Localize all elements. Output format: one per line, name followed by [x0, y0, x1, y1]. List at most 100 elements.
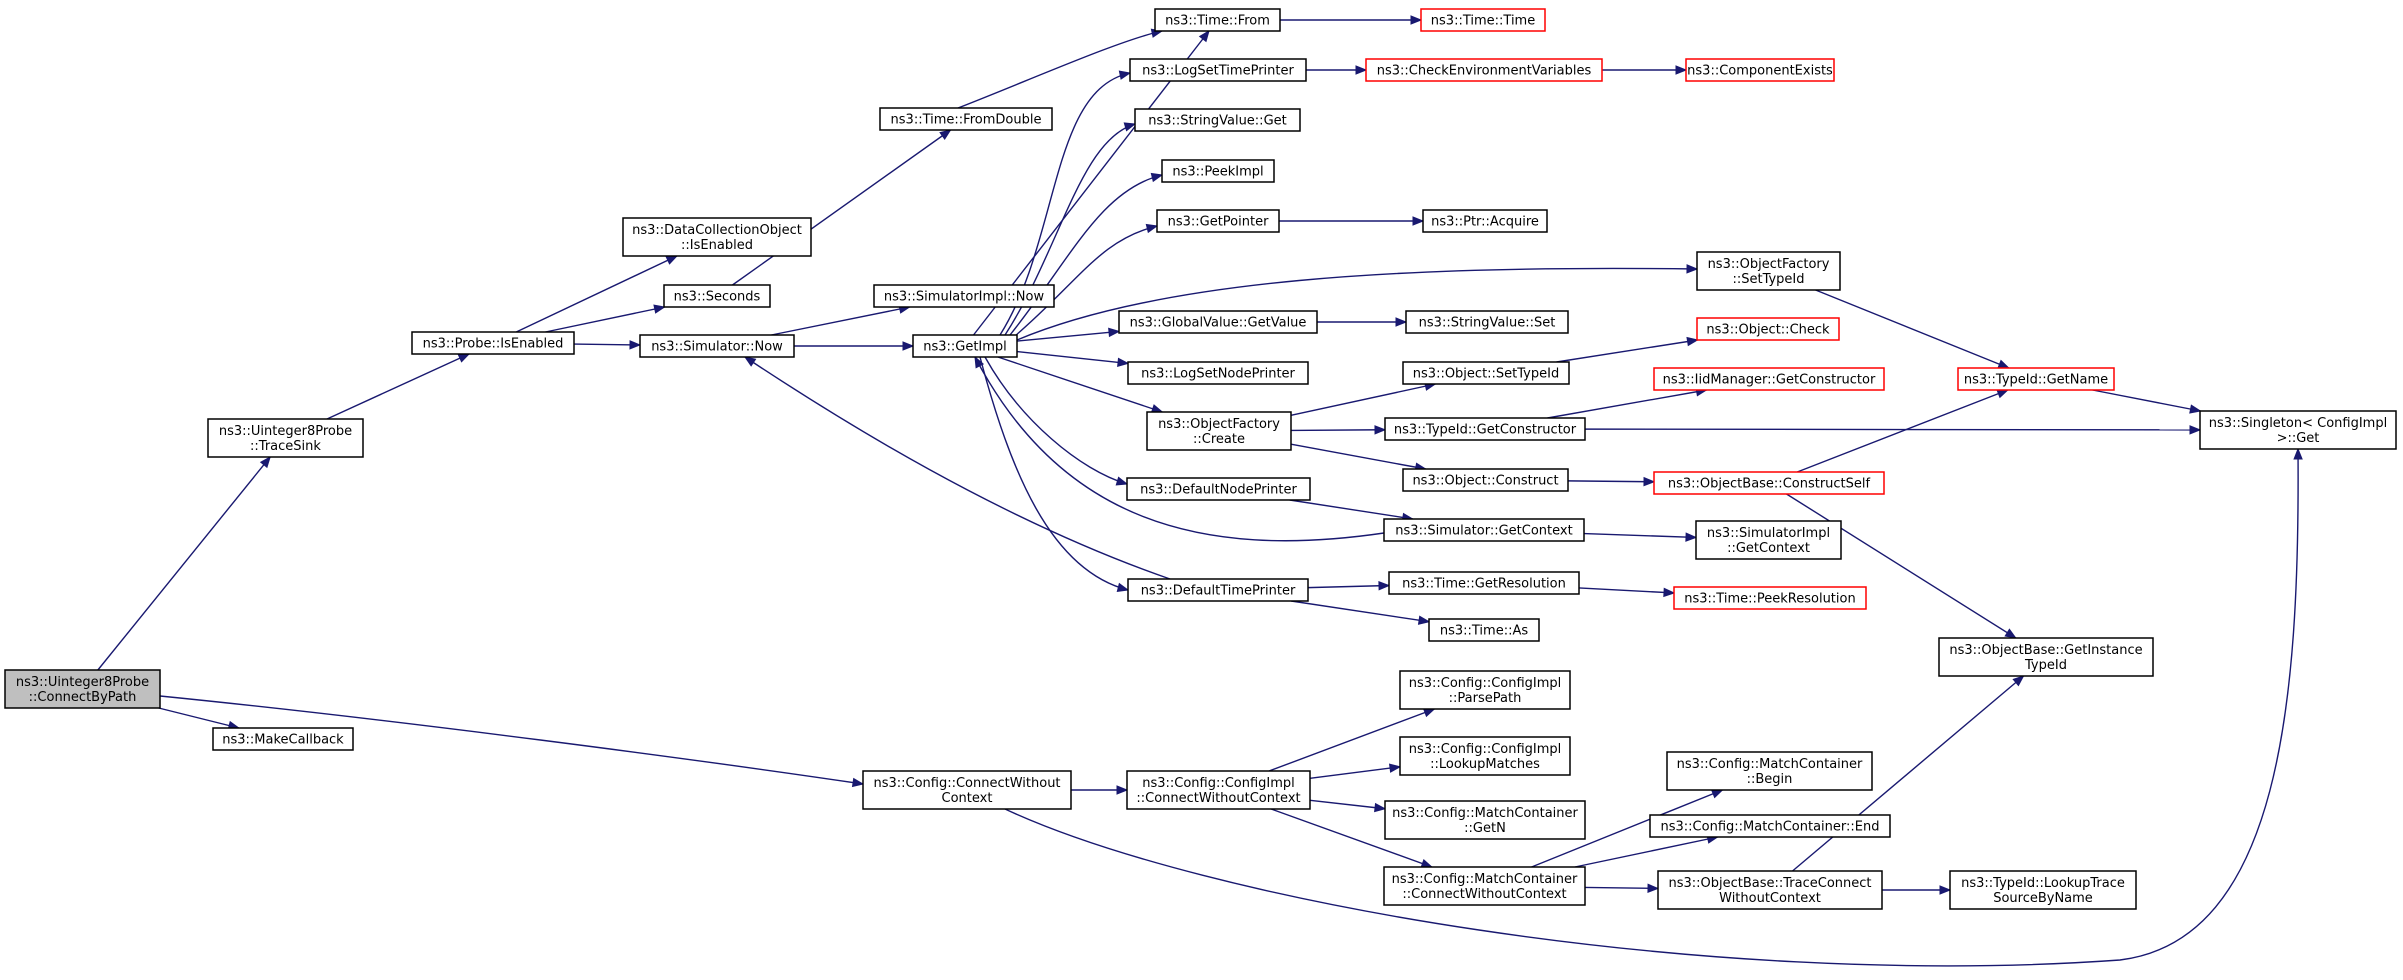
node-label: ::ParsePath	[1449, 691, 1522, 706]
node-dco_isenabled[interactable]: ns3::DataCollectionObject::IsEnabled	[622, 217, 812, 257]
node-box	[1938, 637, 2154, 677]
node-ob_traceconnect[interactable]: ns3::ObjectBase::TraceConnectWithoutCont…	[1657, 870, 1883, 910]
node-logsettimeprinter[interactable]: ns3::LogSetTimePrinter	[1129, 58, 1307, 82]
node-logsetnodeprinter[interactable]: ns3::LogSetNodePrinter	[1127, 361, 1309, 385]
node-time_getresolution[interactable]: ns3::Time::GetResolution	[1388, 571, 1580, 595]
node-root[interactable]: ns3::Uinteger8Probe::ConnectByPath	[4, 669, 161, 709]
node-config_connectwithoutcontext[interactable]: ns3::Config::ConnectWithoutContext	[862, 770, 1072, 810]
edge-ob_constructself-to-typeid_getname-arrowhead	[1996, 389, 2010, 399]
node-iidmanager[interactable]: ns3::IidManager::GetConstructor	[1653, 367, 1885, 391]
node-object_check[interactable]: ns3::Object::Check	[1696, 317, 1840, 341]
node-ci_connectwithoutcontext[interactable]: ns3::Config::ConfigImpl::ConnectWithoutC…	[1126, 770, 1311, 810]
node-label: ::ConnectByPath	[29, 690, 137, 705]
node-typeid_getname[interactable]: ns3::TypeId::GetName	[1957, 367, 2115, 391]
node-label: ns3::DataCollectionObject	[632, 223, 802, 238]
node-label: ns3::Time::From	[1165, 14, 1270, 29]
node-time_as[interactable]: ns3::Time::As	[1428, 618, 1540, 642]
edge-object_construct-to-ob_constructself	[1567, 480, 1655, 483]
node-peekimpl[interactable]: ns3::PeekImpl	[1161, 159, 1275, 183]
node-mc_getn[interactable]: ns3::Config::MatchContainer::GetN	[1384, 800, 1586, 840]
edge-defaulttimeprinter-to-sim_now-arrowhead	[743, 356, 757, 367]
node-tracesink[interactable]: ns3::Uinteger8Probe::TraceSink	[207, 418, 364, 458]
node-time_time[interactable]: ns3::Time::Time	[1420, 8, 1546, 32]
node-probe_isenabled[interactable]: ns3::Probe::IsEnabled	[411, 331, 575, 355]
node-sim_now[interactable]: ns3::Simulator::Now	[639, 334, 795, 358]
node-mc_end[interactable]: ns3::Config::MatchContainer::End	[1649, 814, 1891, 838]
node-mc_begin[interactable]: ns3::Config::MatchContainer::Begin	[1666, 751, 1873, 791]
node-typeid_getconstructor[interactable]: ns3::TypeId::GetConstructor	[1384, 417, 1586, 441]
node-componentexists[interactable]: ns3::ComponentExists	[1685, 58, 1835, 82]
edge-getimpl-to-getpointer-arrowhead	[1145, 223, 1159, 234]
node-simimpl_now[interactable]: ns3::SimulatorImpl::Now	[873, 284, 1055, 308]
node-time_peekresolution[interactable]: ns3::Time::PeekResolution	[1673, 586, 1867, 610]
node-makecallback[interactable]: ns3::MakeCallback	[212, 727, 354, 751]
edge-defaulttimeprinter-to-sim_now	[744, 356, 1171, 580]
node-label: ns3::Time::FromDouble	[891, 113, 1042, 128]
edge-gv_getvalue-to-stringvalue_set-arrowhead	[1395, 317, 1408, 327]
node-label: ns3::MakeCallback	[222, 733, 344, 748]
edge-sim_now-to-getimpl-arrowhead	[902, 341, 915, 351]
edge-getimpl-to-gv_getvalue	[1016, 330, 1120, 342]
node-gv_getvalue[interactable]: ns3::GlobalValue::GetValue	[1118, 310, 1318, 334]
node-label: ns3::Config::MatchContainer	[1677, 757, 1863, 772]
node-ci_parsepath[interactable]: ns3::Config::ConfigImpl::ParsePath	[1399, 670, 1571, 710]
node-label: ns3::TypeId::GetConstructor	[1394, 423, 1577, 438]
node-checkenv[interactable]: ns3::CheckEnvironmentVariables	[1365, 58, 1603, 82]
node-singleton_get[interactable]: ns3::Singleton< ConfigImpl >::Get	[2199, 410, 2397, 450]
node-ob_constructself[interactable]: ns3::ObjectBase::ConstructSelf	[1653, 471, 1885, 495]
node-box	[1685, 58, 1835, 82]
node-label: ns3::Uinteger8Probe	[219, 424, 352, 439]
node-getpointer[interactable]: ns3::GetPointer	[1156, 209, 1280, 233]
node-time_fromdouble[interactable]: ns3::Time::FromDouble	[879, 107, 1053, 131]
edge-time_from-to-time_time-arrowhead	[1410, 15, 1423, 25]
node-box	[207, 418, 364, 458]
node-defaultnodeprinter[interactable]: ns3::DefaultNodePrinter	[1126, 477, 1311, 501]
edge-typeid_getconstructor-to-singleton_get	[1584, 428, 2201, 431]
node-label: ns3::Object::SetTypeId	[1413, 367, 1559, 382]
node-label: ns3::Time::As	[1440, 624, 1529, 639]
node-box	[1402, 361, 1570, 385]
node-sim_getcontext[interactable]: ns3::Simulator::GetContext	[1383, 518, 1585, 542]
node-label: ns3::Config::ConfigImpl	[1142, 776, 1295, 791]
edge-config_connectwithoutcontext-to-singleton_get	[1004, 448, 2299, 967]
node-label: ns3::LogSetNodePrinter	[1141, 367, 1295, 382]
node-label: ns3::Ptr::Acquire	[1431, 215, 1539, 230]
node-of_settypeid[interactable]: ns3::ObjectFactory::SetTypeId	[1696, 251, 1841, 291]
node-object_settypeid[interactable]: ns3::Object::SetTypeId	[1402, 361, 1570, 385]
node-box	[1365, 58, 1603, 82]
node-ptr_acquire[interactable]: ns3::Ptr::Acquire	[1422, 209, 1548, 233]
node-seconds[interactable]: ns3::Seconds	[663, 284, 771, 308]
edge-ob_traceconnect-to-typeid_lookuptrace-arrowhead	[1939, 885, 1952, 895]
node-stringvalue_get[interactable]: ns3::StringValue::Get	[1134, 108, 1301, 132]
edge-ob_constructself-to-ob_getinstancetypeid-arrowhead	[2004, 628, 2017, 639]
node-box	[1653, 367, 1885, 391]
node-stringvalue_set[interactable]: ns3::StringValue::Set	[1405, 310, 1569, 334]
node-box	[1126, 477, 1311, 501]
node-box	[1384, 800, 1586, 840]
node-box	[1129, 58, 1307, 82]
node-object_construct[interactable]: ns3::Object::Construct	[1402, 468, 1569, 492]
node-time_from[interactable]: ns3::Time::From	[1154, 8, 1281, 32]
edge-ob_constructself-to-ob_getinstancetypeid	[1786, 493, 2017, 639]
edge-getimpl-to-defaultnodeprinter	[984, 356, 1128, 485]
node-mc_connectwithoutcontext[interactable]: ns3::Config::MatchContainer::ConnectWith…	[1383, 866, 1586, 906]
node-label: ::LookupMatches	[1430, 757, 1540, 772]
node-label: ns3::Time::PeekResolution	[1684, 592, 1855, 607]
node-box	[1695, 520, 1842, 560]
node-label: >::Get	[2277, 431, 2320, 446]
node-simimpl_getcontext[interactable]: ns3::SimulatorImpl::GetContext	[1695, 520, 1842, 560]
node-label: ns3::ObjectFactory	[1708, 257, 1830, 272]
edge-root-to-config_connectwithoutcontext	[159, 695, 864, 785]
call-nodes: ns3::Uinteger8Probe::ConnectByPathns3::U…	[4, 8, 2397, 910]
edge-sim_now-to-simimpl_now	[771, 306, 910, 336]
node-of_create[interactable]: ns3::ObjectFactory::Create	[1146, 411, 1292, 451]
node-ci_lookupmatches[interactable]: ns3::Config::ConfigImpl::LookupMatches	[1399, 736, 1571, 776]
edge-defaulttimeprinter-to-time_as-arrowhead	[1417, 615, 1431, 625]
edge-root-to-tracesink	[97, 456, 271, 671]
node-getimpl[interactable]: ns3::GetImpl	[912, 334, 1018, 358]
edge-of_create-to-object_settypeid	[1290, 383, 1436, 417]
node-label: ns3::TypeId::LookupTrace	[1961, 876, 2125, 891]
node-defaulttimeprinter[interactable]: ns3::DefaultTimePrinter	[1127, 578, 1309, 602]
